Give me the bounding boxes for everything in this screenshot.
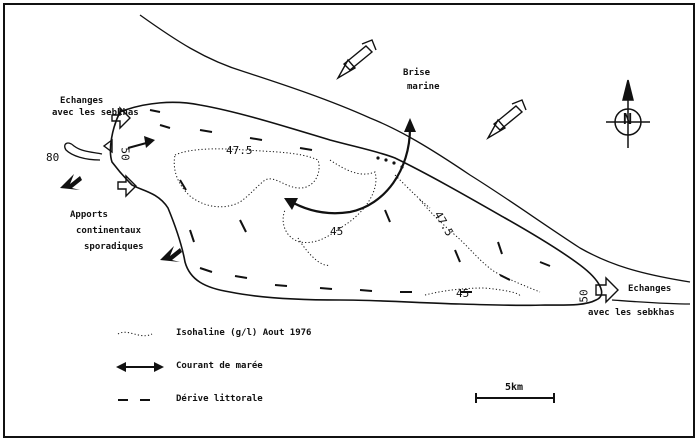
legend-isohaline-symbol [117, 331, 153, 337]
legend-isohaline: Isohaline (g/l) Aout 1976 [176, 328, 312, 338]
continental-input-arrows [60, 174, 182, 262]
tidal-arrowhead-north [404, 118, 416, 132]
label-apports: Apports [70, 210, 108, 220]
isohaline-45-east [424, 287, 521, 297]
north-letter: N [623, 110, 633, 128]
isohaline-45-west [282, 159, 377, 244]
tidal-current-arrow [287, 127, 412, 215]
value-45-east: 45 [456, 287, 470, 300]
inlet-dots [376, 156, 404, 169]
lagoon-outline [109, 101, 603, 307]
isohaline-east-inner [394, 174, 431, 209]
value-50-west: 50 [118, 147, 132, 161]
label-continentaux: continentaux [76, 226, 142, 236]
label-marine: marine [407, 82, 440, 92]
legend-courant: Courant de marée [176, 361, 263, 371]
legend-derive: Dérive littorale [176, 394, 263, 404]
value-47-5-west: 47.5 [226, 144, 253, 157]
east-coastline [611, 299, 691, 305]
isohaline-47-5-west [173, 148, 320, 208]
value-80: 80 [46, 151, 60, 164]
label-echanges-west: Echanges [60, 96, 104, 106]
value-45-west: 45 [330, 225, 344, 238]
label-sebkhas-west: avec les sebkhas [52, 108, 139, 118]
north-coastline [139, 14, 691, 283]
exchange-arrows-west [102, 106, 137, 198]
north-arrow [606, 79, 650, 148]
isohalines [173, 148, 541, 297]
isohaline-line-2 [297, 237, 331, 266]
tidal-arrowhead-west [284, 198, 298, 210]
label-brise: Brise [403, 68, 431, 78]
map-frame [3, 3, 695, 438]
west-channel [64, 142, 103, 161]
label-echanges-east: Echanges [628, 284, 672, 294]
breeze-arrow-2 [492, 105, 524, 131]
scale-label: 5km [505, 382, 524, 393]
exchange-arrows-east [595, 276, 619, 304]
scale-bar [475, 393, 555, 403]
breeze-arrow-1 [342, 45, 374, 71]
legend-courant-symbol [116, 362, 164, 372]
sea-breeze-arrows [336, 39, 527, 140]
littoral-drift-dashes [149, 109, 551, 293]
label-sporadiques: sporadiques [84, 242, 144, 252]
label-sebkhas-east: avec les sebkhas [588, 308, 675, 318]
value-50-east: 50 [577, 289, 591, 303]
